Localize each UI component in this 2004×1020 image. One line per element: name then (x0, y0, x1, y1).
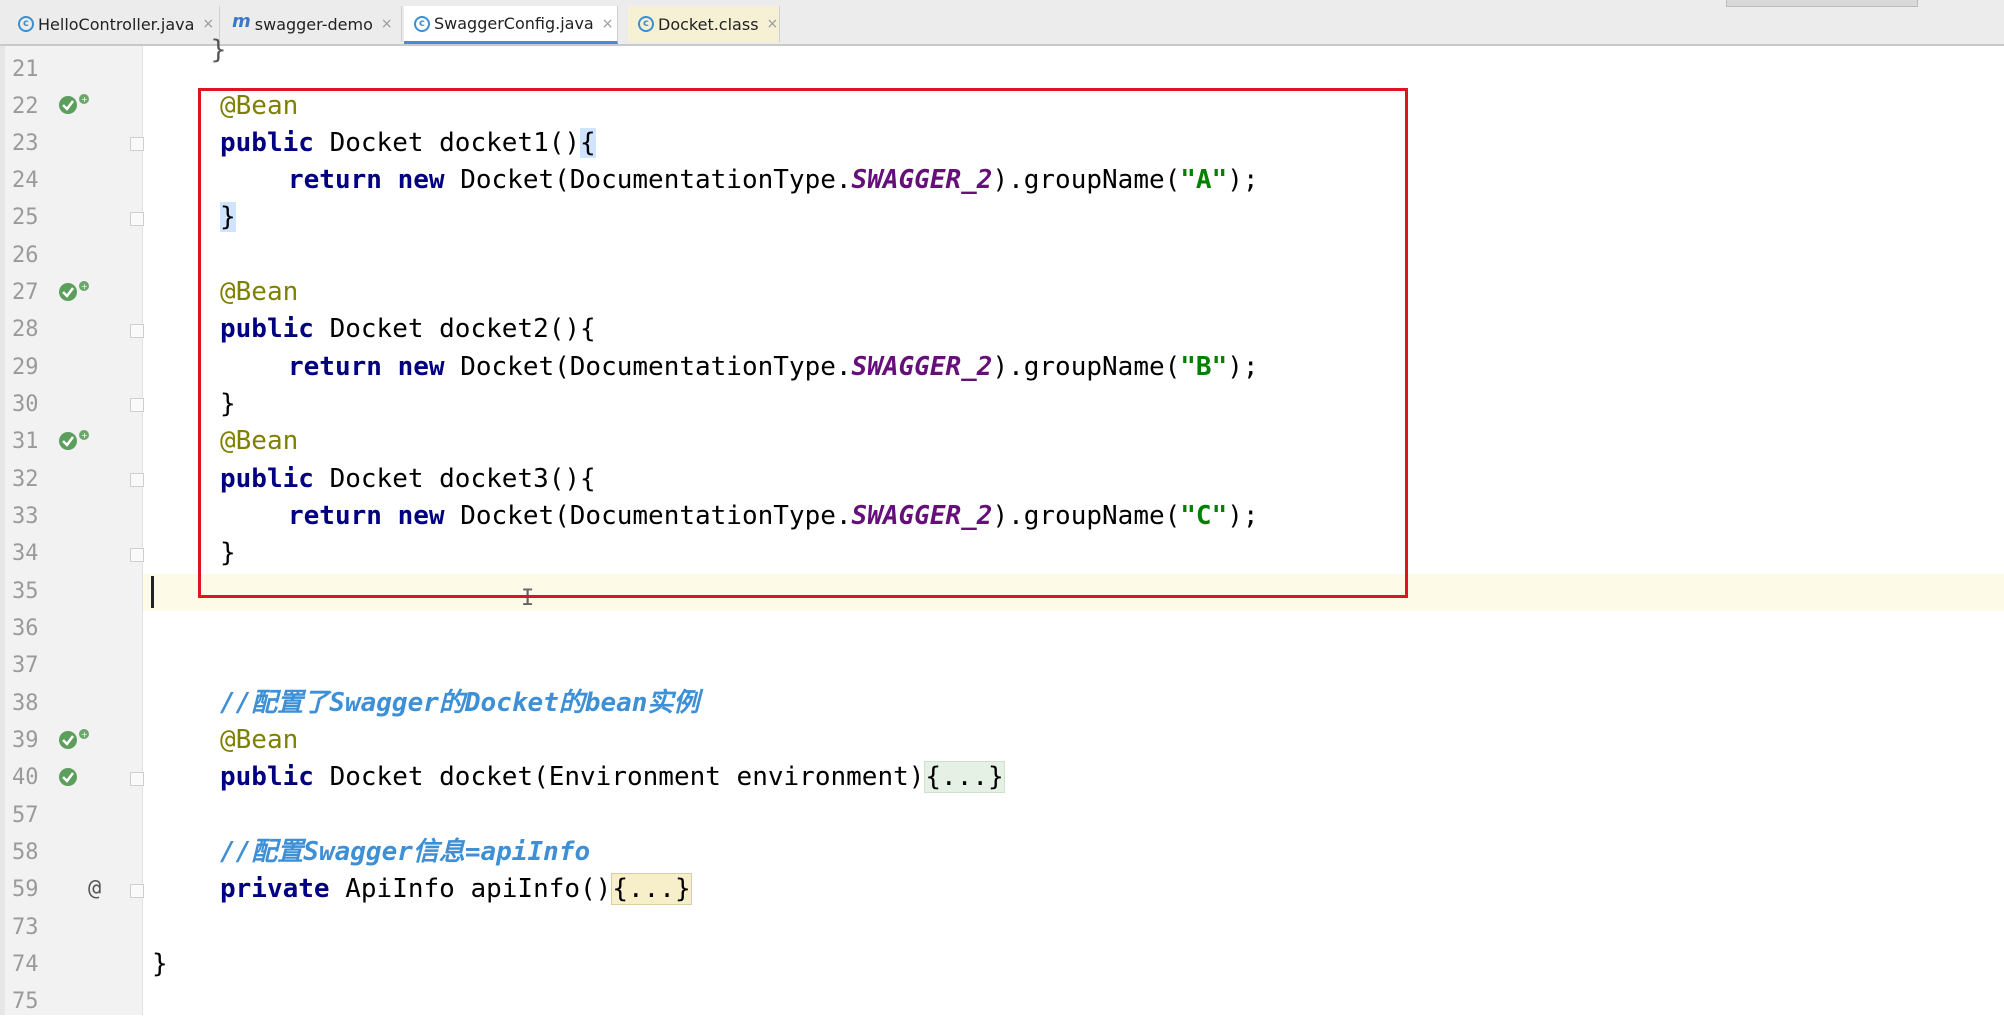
mouse-ibeam-cursor: I (521, 586, 535, 611)
current-line-highlight (143, 574, 2004, 611)
line-number: 31 (12, 429, 39, 454)
line-number: 30 (12, 392, 39, 417)
folded-region[interactable]: {...} (611, 873, 692, 905)
toolbar-widget (1726, 0, 1918, 7)
code-line-58: //配置Swagger信息=apiInfo (220, 837, 591, 867)
tab-swagger-demo[interactable]: m swagger-demo × (222, 6, 402, 42)
spring-bean-icon[interactable]: + (58, 428, 90, 454)
code-line-39: @Bean (220, 725, 299, 755)
code-line-34: } (220, 538, 236, 568)
code-line-33: return new Docket(DocumentationType.SWAG… (288, 501, 1259, 531)
spring-bean-icon[interactable]: + (58, 92, 90, 118)
code-line-74: } (152, 949, 168, 979)
class-icon: c (414, 15, 430, 32)
line-number: 37 (12, 653, 39, 678)
fold-marker-icon[interactable] (130, 137, 144, 151)
code-line-30: } (220, 389, 236, 419)
red-highlight-box (198, 88, 1408, 598)
editor-tab-bar: c HelloController.java × m swagger-demo … (0, 0, 2004, 46)
line-number: 26 (12, 243, 39, 268)
folded-region[interactable]: {...} (924, 761, 1005, 793)
line-number: 38 (12, 691, 39, 716)
line-number: 21 (12, 57, 39, 82)
tab-swagger-config[interactable]: c SwaggerConfig.java × (404, 6, 618, 44)
class-icon: c (18, 16, 34, 32)
code-line-21: } (148, 35, 227, 65)
gutter-edge (0, 46, 5, 1015)
code-line-59: private ApiInfo apiInfo(){...} (220, 873, 692, 905)
close-icon[interactable]: × (766, 16, 779, 32)
line-number: 73 (12, 915, 39, 940)
line-number: 29 (12, 355, 39, 380)
spring-bean-icon[interactable]: + (58, 279, 90, 305)
fold-marker-icon[interactable] (130, 212, 144, 226)
line-number: 35 (12, 579, 39, 604)
line-number: 75 (12, 989, 39, 1014)
close-icon[interactable]: × (202, 16, 215, 32)
svg-text:+: + (81, 95, 88, 104)
code-line-40: public Docket docket(Environment environ… (220, 761, 1005, 793)
line-number: 39 (12, 728, 39, 753)
fold-marker-icon[interactable] (130, 324, 144, 338)
line-number: 25 (12, 205, 39, 230)
fold-marker-icon[interactable] (130, 548, 144, 562)
line-number: 24 (12, 168, 39, 193)
line-number: 22 (12, 94, 39, 119)
tab-label: HelloController.java (38, 14, 195, 34)
line-number: 57 (12, 803, 39, 828)
close-icon[interactable]: × (601, 15, 614, 32)
line-number: 58 (12, 840, 39, 865)
fold-marker-icon[interactable] (130, 884, 144, 898)
code-line-29: return new Docket(DocumentationType.SWAG… (288, 352, 1259, 382)
tab-docket-class[interactable]: c Docket.class × (628, 6, 780, 42)
code-line-32: public Docket docket3(){ (220, 464, 596, 494)
line-number: 74 (12, 952, 39, 977)
fold-marker-icon[interactable] (130, 772, 144, 786)
line-number: 34 (12, 541, 39, 566)
code-line-25: } (220, 202, 236, 232)
code-line-22: @Bean (220, 91, 299, 121)
fold-marker-icon[interactable] (130, 473, 144, 487)
code-line-23: public Docket docket1(){ (220, 128, 596, 158)
code-line-31: @Bean (220, 426, 299, 456)
svg-text:+: + (81, 431, 88, 440)
fold-marker-icon[interactable] (130, 398, 144, 412)
line-number: 40 (12, 765, 39, 790)
line-number: 59 (12, 877, 39, 902)
svg-text:+: + (81, 282, 88, 291)
close-icon[interactable]: × (380, 16, 393, 32)
code-line-38: //配置了Swagger的Docket的bean实例 (220, 688, 700, 718)
code-line-27: @Bean (220, 277, 299, 307)
svg-text:+: + (81, 730, 88, 739)
line-number: 28 (12, 317, 39, 342)
class-icon: c (638, 16, 654, 32)
line-number: 23 (12, 131, 39, 156)
override-at-icon[interactable]: @ (88, 876, 102, 901)
text-caret (151, 576, 154, 608)
line-number: 33 (12, 504, 39, 529)
editor-gutter (0, 46, 143, 1015)
tab-label: Docket.class (658, 14, 759, 34)
tab-label: swagger-demo (254, 14, 373, 34)
tab-hello-controller[interactable]: c HelloController.java × (8, 6, 220, 42)
line-number: 27 (12, 280, 39, 305)
maven-icon: m (232, 11, 251, 32)
spring-bean-icon[interactable]: + (58, 727, 90, 753)
line-number: 36 (12, 616, 39, 641)
code-line-24: return new Docket(DocumentationType.SWAG… (288, 165, 1259, 195)
code-line-28: public Docket docket2(){ (220, 314, 596, 344)
tab-label: SwaggerConfig.java (434, 14, 594, 33)
spring-bean-icon[interactable] (58, 764, 90, 790)
line-number: 32 (12, 467, 39, 492)
